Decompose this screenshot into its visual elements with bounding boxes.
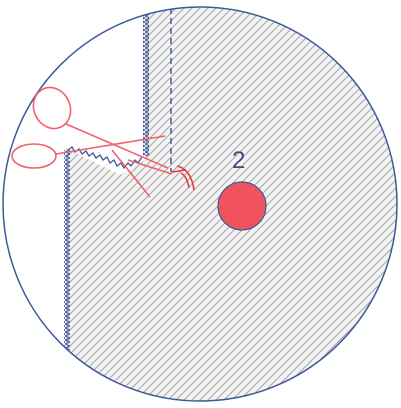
- zigzag-seam-left: [64, 150, 70, 350]
- zigzag-seam-upper: [143, 8, 149, 156]
- step-number: 2: [232, 147, 245, 174]
- circle-marker: [218, 182, 266, 230]
